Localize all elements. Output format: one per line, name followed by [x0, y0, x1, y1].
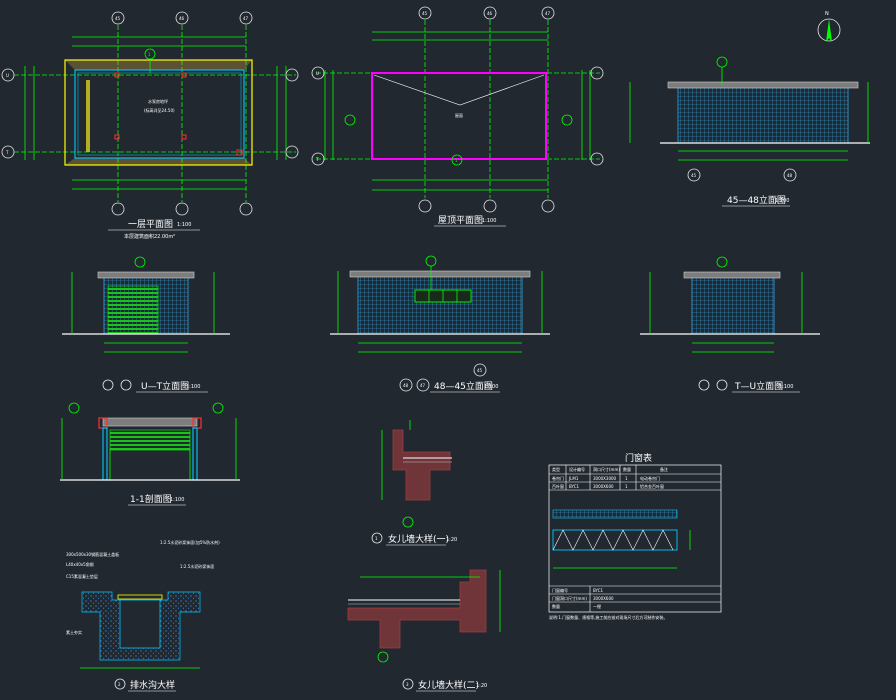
svg-text:1:100: 1:100	[177, 222, 191, 228]
svg-text:3000X600: 3000X600	[593, 484, 614, 489]
roof-plan: 1 45 46 47 U T 屋面 屋顶平面图 1:100	[311, 6, 604, 227]
svg-text:数量: 数量	[552, 603, 560, 609]
svg-text:45: 45	[691, 173, 697, 178]
svg-text:门窗洞口尺寸(mm): 门窗洞口尺寸(mm)	[552, 595, 587, 601]
svg-text:47: 47	[545, 11, 551, 16]
svg-text:300x500x30钢筋混凝土盖板: 300x500x30钢筋混凝土盖板	[66, 551, 119, 557]
svg-text:3000X3000: 3000X3000	[593, 476, 617, 481]
svg-text:3000X600: 3000X600	[593, 596, 614, 601]
svg-text:素土夯实: 素土夯实	[66, 629, 82, 635]
plan-1f: 1 45 46 47 U T 水泵房地坪 (标高详见24.50) 一层平面图 1…	[1, 11, 299, 240]
svg-text:卷帘门: 卷帘门	[552, 475, 564, 481]
svg-text:屋面: 屋面	[455, 112, 463, 118]
detail-parapet-1: 1 女儿墙大样(一) 1:20	[371, 420, 457, 546]
svg-text:1:20: 1:20	[446, 537, 457, 543]
svg-text:47: 47	[420, 383, 426, 388]
elevation-48-45: 48 47 45 48—45立面图 1:100	[330, 255, 550, 393]
svg-text:水泵房地坪: 水泵房地坪	[148, 98, 168, 104]
detail-parapet-2: 3 女儿墙大样(二) 1:20	[347, 569, 501, 692]
svg-text:T—U立面图: T—U立面图	[734, 380, 783, 392]
svg-text:45—48立面图: 45—48立面图	[727, 194, 786, 206]
svg-text:45: 45	[477, 368, 483, 373]
svg-text:U: U	[6, 73, 9, 78]
svg-text:百叶窗: 百叶窗	[552, 483, 564, 489]
svg-text:电动卷帘门: 电动卷帘门	[640, 475, 660, 481]
svg-text:45: 45	[115, 16, 121, 21]
svg-text:女儿墙大样(一): 女儿墙大样(一)	[388, 533, 449, 545]
elevation-45-48: 45 48 45—48立面图 1:100	[629, 56, 870, 207]
svg-text:1: 1	[625, 484, 628, 489]
svg-text:1-1剖面图: 1-1剖面图	[130, 493, 172, 505]
svg-text:备注: 备注	[660, 466, 668, 472]
svg-text:BYC1: BYC1	[593, 588, 604, 593]
svg-text:门窗编号: 门窗编号	[552, 587, 568, 593]
svg-text:铝合金百叶窗: 铝合金百叶窗	[640, 483, 664, 489]
svg-text:1:100: 1:100	[482, 218, 496, 224]
svg-text:说明:1.门窗数量、规格等,施工前应核对现场尺寸后方可制作安: 说明:1.门窗数量、规格等,施工前应核对现场尺寸后方可制作安装。	[549, 614, 667, 620]
svg-text:46: 46	[487, 11, 493, 16]
svg-text:1: 1	[455, 158, 458, 163]
svg-text:L40x40x5角钢: L40x40x5角钢	[66, 561, 94, 567]
svg-text:48: 48	[403, 383, 409, 388]
svg-text:48: 48	[787, 173, 793, 178]
svg-text:N: N	[825, 11, 829, 17]
svg-text:1: 1	[148, 52, 151, 57]
svg-text:本层建筑面积22.00m²: 本层建筑面积22.00m²	[124, 233, 175, 240]
section-1-1: 1-1剖面图 1:100	[60, 402, 240, 506]
svg-text:1:2.5水泥砂浆抹面(加5%防水剂): 1:2.5水泥砂浆抹面(加5%防水剂)	[160, 539, 220, 545]
svg-text:1:100: 1:100	[779, 384, 793, 390]
svg-text:C15素混凝土垫层: C15素混凝土垫层	[66, 573, 98, 579]
svg-text:BYC1: BYC1	[569, 484, 580, 489]
svg-text:1:2.5水泥砂浆抹面: 1:2.5水泥砂浆抹面	[180, 563, 214, 569]
detail-drain: 300x500x30钢筋混凝土盖板 L40x40x5角钢 C15素混凝土垫层 素…	[66, 539, 220, 692]
svg-text:(标高详见24.50): (标高详见24.50)	[144, 107, 175, 113]
svg-text:T: T	[5, 150, 9, 155]
svg-text:3: 3	[406, 682, 409, 687]
svg-text:45: 45	[422, 11, 428, 16]
svg-text:数量: 数量	[623, 466, 631, 472]
svg-text:1:100: 1:100	[775, 198, 789, 204]
svg-text:46: 46	[179, 16, 185, 21]
svg-text:一樘: 一樘	[593, 603, 601, 609]
svg-text:设计编号: 设计编号	[569, 466, 585, 472]
svg-text:1: 1	[375, 536, 378, 541]
svg-text:1:20: 1:20	[476, 683, 487, 689]
svg-text:一层平面图: 一层平面图	[128, 219, 173, 230]
svg-text:类型: 类型	[552, 466, 560, 472]
elevation-t-u: T—U立面图 1:100	[640, 256, 820, 393]
svg-text:47: 47	[243, 16, 249, 21]
svg-text:U—T立面图: U—T立面图	[141, 380, 189, 392]
north-arrow-icon: N	[817, 11, 841, 42]
svg-text:2: 2	[118, 682, 121, 687]
svg-text:排水沟大样: 排水沟大样	[130, 679, 175, 691]
svg-text:1:100: 1:100	[186, 384, 200, 390]
svg-text:门窗表: 门窗表	[625, 452, 652, 464]
svg-text:JLM1: JLM1	[568, 476, 579, 481]
svg-text:U: U	[316, 71, 319, 76]
svg-text:1:100: 1:100	[170, 497, 184, 503]
svg-text:T: T	[315, 157, 319, 162]
door-window-table: 门窗表 类型 设计编号 洞口尺寸(mm) 数量 备注 卷帘门 JLM1 3000…	[548, 452, 722, 620]
svg-text:1: 1	[625, 476, 628, 481]
svg-text:女儿墙大样(二): 女儿墙大样(二)	[418, 679, 479, 691]
svg-text:洞口尺寸(mm): 洞口尺寸(mm)	[593, 466, 620, 472]
svg-text:1:100: 1:100	[484, 384, 498, 390]
svg-text:48—45立面图: 48—45立面图	[434, 380, 493, 392]
elevation-u-t: U—T立面图 1:100	[62, 256, 230, 393]
svg-text:屋顶平面图: 屋顶平面图	[438, 215, 483, 226]
